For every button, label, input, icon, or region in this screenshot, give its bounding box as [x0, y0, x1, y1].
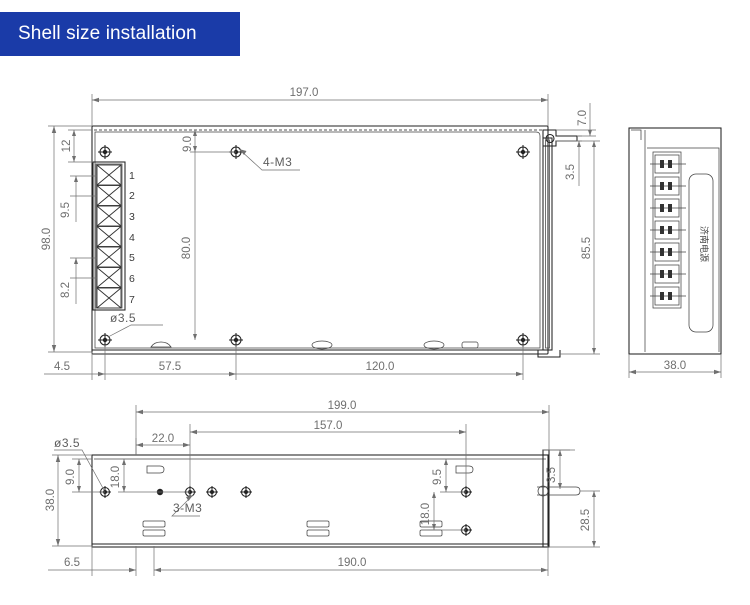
- dim-label-bottom-length: 190.0: [338, 557, 367, 569]
- dim-197: 197.0: [91, 87, 549, 126]
- title-banner: Shell size installation: [0, 12, 240, 56]
- dim-6p5: 6.5: [48, 546, 137, 576]
- dim-label-overall-height: 98.0: [41, 228, 53, 250]
- dim-label-flange-height: 85.5: [581, 237, 593, 259]
- dim-label-terminal-pitch-upper: 9.5: [60, 202, 72, 218]
- terminal-label-2: 2: [129, 190, 135, 202]
- dim-85p5: 85.5: [556, 140, 600, 355]
- front-view: 1 2 3 4 5 6 7: [41, 87, 600, 380]
- bottom-features-front: [150, 340, 479, 350]
- terminal-label-4: 4: [129, 232, 135, 244]
- dim-38-bottom: 38.0: [45, 454, 92, 547]
- terminal-label-1: 1: [129, 170, 135, 182]
- dim-3p5-bottom: 3.5: [543, 449, 575, 489]
- dim-label-bottom-width: 38.0: [45, 489, 57, 511]
- side-terminals: [650, 154, 686, 306]
- side-view: 济南电源 38.0: [628, 127, 722, 378]
- callout-dia-3p5-bottom: ø3.5: [54, 436, 105, 491]
- dim-18-left: 18.0: [110, 459, 190, 493]
- dim-label-side-depth: 38.0: [664, 360, 686, 372]
- dim-18-right: 18.0: [420, 492, 466, 531]
- callout-label-3-m3: 3-M3: [173, 501, 202, 515]
- dim-157: 157.0: [189, 420, 467, 486]
- dim-22: 22.0: [135, 433, 190, 455]
- dim-label-left-offset: 22.0: [152, 433, 174, 445]
- dim-label-overall-width: 197.0: [290, 87, 319, 99]
- dim-label-hole-vertical-span: 80.0: [181, 237, 193, 259]
- label-plate-text: 济南电源: [699, 226, 710, 262]
- dim-label-bottom-overall-length: 199.0: [328, 400, 357, 412]
- dim-label-top-offset: 12: [61, 140, 73, 153]
- vents-bottom: [142, 465, 474, 537]
- dim-label-hole-pitch-1: 57.5: [159, 361, 181, 373]
- dim-label-flange-thickness: 3.5: [565, 164, 577, 180]
- dim-label-hole-inset-left: 9.0: [65, 469, 77, 485]
- dim-9p0-bottom: 9.0: [65, 458, 105, 493]
- dim-label-flange-width: 7.0: [577, 110, 589, 126]
- dim-80: 80.0: [181, 152, 197, 340]
- terminal-block: 1 2 3 4 5 6 7: [92, 161, 135, 311]
- dim-label-bottom-inner-length: 157.0: [314, 420, 343, 432]
- dim-199: 199.0: [135, 400, 550, 455]
- dim-9p5-right: 9.5: [432, 458, 466, 493]
- dim-190: 190.0: [153, 546, 549, 576]
- dim-12: 12: [61, 129, 93, 163]
- dim-label-hole-inset-vert-right: 18.0: [420, 503, 432, 525]
- dim-98: 98.0: [41, 125, 92, 353]
- dim-9p5: 9.5: [60, 175, 97, 222]
- callout-label-4-m3: 4-M3: [263, 155, 292, 169]
- callout-3-m3: 3-M3: [171, 494, 202, 517]
- callout-dia-3p5-front: ø3.5: [107, 311, 163, 338]
- dim-label-hole-pitch-2: 120.0: [366, 361, 395, 373]
- mounting-holes-bottom: [99, 486, 472, 536]
- dim-label-terminal-pitch-lower: 8.2: [60, 282, 72, 298]
- terminal-label-7: 7: [129, 294, 135, 306]
- dim-label-edge-offset: 6.5: [64, 557, 80, 569]
- dim-label-hole-inset-vert: 18.0: [110, 466, 122, 488]
- mounting-holes-front: [98, 145, 530, 347]
- dim-label-left-margin: 4.5: [54, 361, 70, 373]
- dim-9p0-front: 9.0: [182, 130, 236, 153]
- callout-label-dia-3p5-front: ø3.5: [110, 311, 136, 325]
- bottom-view: 199.0 157.0 22.0 38.0: [45, 400, 600, 576]
- dim-label-hole-inset-top: 9.0: [182, 136, 194, 152]
- terminal-label-6: 6: [129, 273, 135, 285]
- page-title: Shell size installation: [18, 23, 197, 44]
- dim-label-bottom-flange-thickness: 3.5: [546, 467, 558, 483]
- callout-label-dia-3p5-bottom: ø3.5: [54, 436, 80, 450]
- dim-label-bottom-flange-height: 28.5: [580, 509, 592, 531]
- terminal-label-3: 3: [129, 211, 135, 223]
- callout-4-m3: 4-M3: [238, 148, 300, 171]
- dim-8p2: 8.2: [60, 257, 97, 304]
- dim-7p0: 7.0: [556, 103, 596, 137]
- dim-38-side: 38.0: [628, 354, 722, 378]
- terminal-label-5: 5: [129, 252, 135, 264]
- dim-28p5: 28.5: [549, 490, 600, 548]
- dim-label-hole-inset-right: 9.5: [432, 469, 444, 485]
- dim-120: 120.0: [236, 345, 524, 380]
- dim-3p5-front: 3.5: [565, 135, 582, 186]
